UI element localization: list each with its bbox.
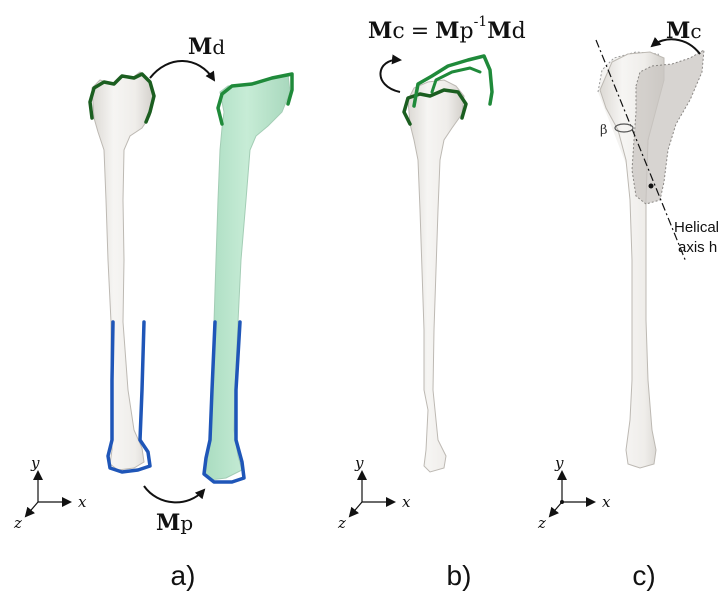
axes-a [26,472,70,516]
eq-lhs-base: M [368,18,392,44]
panel-label-a: a) [171,560,196,591]
eq-lhs-sub: c [392,19,404,44]
axis-z-a: z [13,514,22,532]
label-md-sub: d [212,35,225,59]
eq-p-base: M [435,18,459,44]
panel-b: Mc=Mp-1Md y x z b) [337,14,526,591]
bone-c-rotated-head [632,50,704,204]
eq-p-sup: -1 [474,14,488,30]
eq-d-base: M [487,18,511,44]
arrow-mc-b [380,60,400,92]
eq-d-sub: d [512,19,526,44]
axis-point [649,184,654,189]
arrow-md [150,61,214,80]
label-mp: Mp [156,510,193,536]
axis-x-b: x [402,493,411,511]
axis-y-b: y [354,454,364,472]
label-md-base: M [188,34,212,60]
helical-axis-label-2: axis h [678,239,717,256]
panel-label-c: c) [632,560,655,591]
eq-p-sub: p [459,19,473,44]
panel-c: β Mc Helical axis h y x z c) [537,18,719,591]
bone-a-left [92,72,154,470]
helical-axis-label-1: Helical [674,219,719,236]
label-mp-base: M [156,510,180,536]
arrow-mp [144,486,204,502]
label-md: Md [188,34,225,60]
label-mp-sub: p [180,511,193,535]
axes-c [550,472,594,516]
panel-label-b: b) [447,560,472,591]
axis-x-a: x [78,493,87,511]
axis-y-a: y [30,454,40,472]
axis-x-c: x [602,493,611,511]
eq-equals: = [411,19,429,44]
label-mc-base: M [666,18,690,44]
axes-origin-c [560,500,564,504]
beta-label: β [600,123,608,138]
axis-z-c: z [537,514,546,532]
label-mc-c: Mc [666,18,702,44]
bone-b [408,80,464,472]
axis-y-c: y [554,454,564,472]
axes-b [350,472,394,516]
label-mc-sub: c [690,19,701,43]
axis-z-b: z [337,514,346,532]
panel-a: Md Mp y x z a) [13,34,292,591]
equation-b: Mc=Mp-1Md [368,14,526,44]
bone-a-right [204,74,290,480]
